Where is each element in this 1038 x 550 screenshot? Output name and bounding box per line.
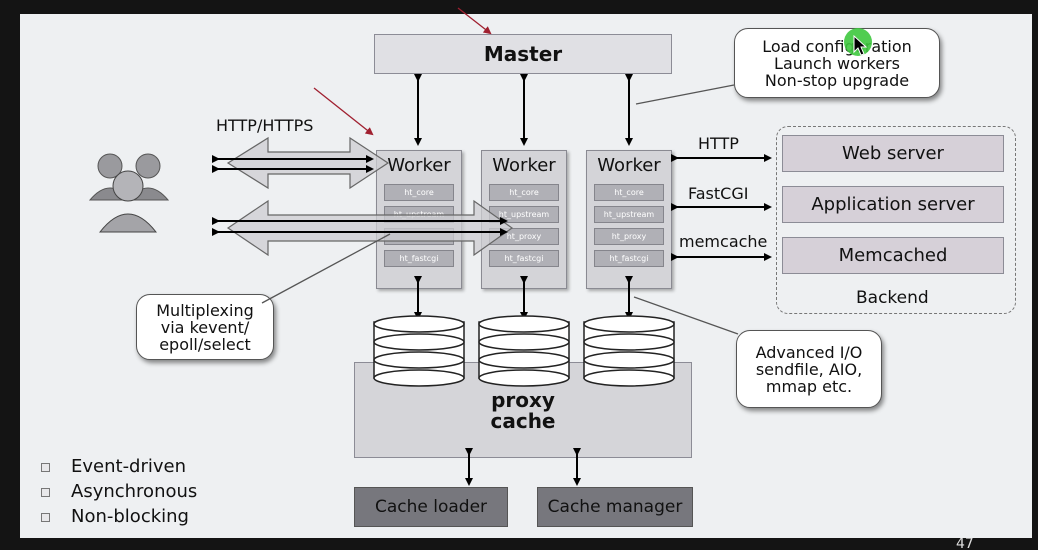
application-server-box: Application server bbox=[782, 186, 1004, 223]
memcached-box: Memcached bbox=[782, 237, 1004, 274]
worker-module: ht_core bbox=[489, 184, 559, 201]
master-tasks-callout: Load configuration Launch workers Non-st… bbox=[734, 28, 940, 98]
callout-line: mmap etc. bbox=[765, 376, 853, 396]
proxy-cache-title: proxy cache bbox=[354, 390, 692, 432]
worker-module: ht_upstream bbox=[594, 206, 664, 223]
page-number: 47 bbox=[956, 538, 974, 550]
callout-line: Non-stop upgrade bbox=[764, 70, 910, 90]
worker-module: ht_core bbox=[384, 184, 454, 201]
worker-module: ht_core bbox=[594, 184, 664, 201]
fastcgi-label: FastCGI bbox=[688, 184, 749, 203]
worker-module bbox=[384, 228, 454, 245]
feature-item: Non-blocking bbox=[71, 506, 189, 527]
callout-line: via kevent/ bbox=[160, 317, 250, 337]
cache-loader-label: Cache loader bbox=[374, 497, 488, 517]
master-label: Master bbox=[483, 42, 563, 66]
worker-box: Worker ht_core ht_upstream ht_proxy ht_f… bbox=[481, 150, 567, 289]
multiplexing-callout: Multiplexing via kevent/ epoll/select bbox=[136, 294, 274, 360]
client-protocol-label: HTTP/HTTPS bbox=[216, 116, 314, 135]
master-box: Master bbox=[374, 34, 672, 74]
cache-loader-box: Cache loader bbox=[354, 487, 508, 527]
advanced-io-callout: Advanced I/O sendfile, AIO, mmap etc. bbox=[736, 330, 882, 408]
feature-item: Asynchronous bbox=[71, 481, 198, 502]
proxy-cache-line: proxy bbox=[491, 388, 555, 412]
web-server-box: Web server bbox=[782, 135, 1004, 172]
worker-module: ht_proxy bbox=[594, 228, 664, 245]
worker-module: ht_upstream bbox=[489, 206, 559, 223]
http-label: HTTP bbox=[698, 134, 739, 153]
worker-module: ht_fastcgi bbox=[594, 250, 664, 267]
bullet-marker bbox=[41, 513, 50, 522]
worker-module: ht_proxy bbox=[489, 228, 559, 245]
worker-title: Worker bbox=[387, 155, 451, 176]
worker-module: ht_fastcgi bbox=[384, 250, 454, 267]
bullet-marker bbox=[41, 463, 50, 472]
application-server-label: Application server bbox=[811, 194, 975, 215]
memcache-label: memcache bbox=[679, 232, 768, 251]
backend-group bbox=[776, 126, 1016, 314]
backend-label: Backend bbox=[856, 288, 929, 308]
web-server-label: Web server bbox=[842, 143, 944, 164]
worker-module: ht_fastcgi bbox=[489, 250, 559, 267]
feature-item: Event-driven bbox=[71, 456, 187, 477]
callout-line: Launch workers bbox=[774, 53, 900, 73]
worker-box: Worker ht_core ht_upstream ht_proxy ht_f… bbox=[586, 150, 672, 289]
worker-title: Worker bbox=[492, 155, 556, 176]
cache-manager-box: Cache manager bbox=[537, 487, 693, 527]
worker-box: Worker ht_core ht_upstream ht_fastcgi bbox=[376, 150, 462, 289]
memcached-label: Memcached bbox=[838, 245, 948, 266]
cache-manager-label: Cache manager bbox=[547, 497, 683, 517]
bullet-marker bbox=[41, 488, 50, 497]
callout-line: epoll/select bbox=[159, 334, 251, 354]
callout-line: Advanced I/O bbox=[755, 342, 863, 362]
callout-line: sendfile, AIO, bbox=[755, 359, 863, 379]
diagram-slide: Master Load configuration Launch workers… bbox=[20, 14, 1032, 550]
worker-module: ht_upstream bbox=[384, 206, 454, 223]
proxy-cache-line: cache bbox=[490, 409, 556, 433]
callout-line: Multiplexing bbox=[156, 300, 254, 320]
callout-line: Load configuration bbox=[762, 36, 912, 56]
worker-title: Worker bbox=[597, 155, 661, 176]
